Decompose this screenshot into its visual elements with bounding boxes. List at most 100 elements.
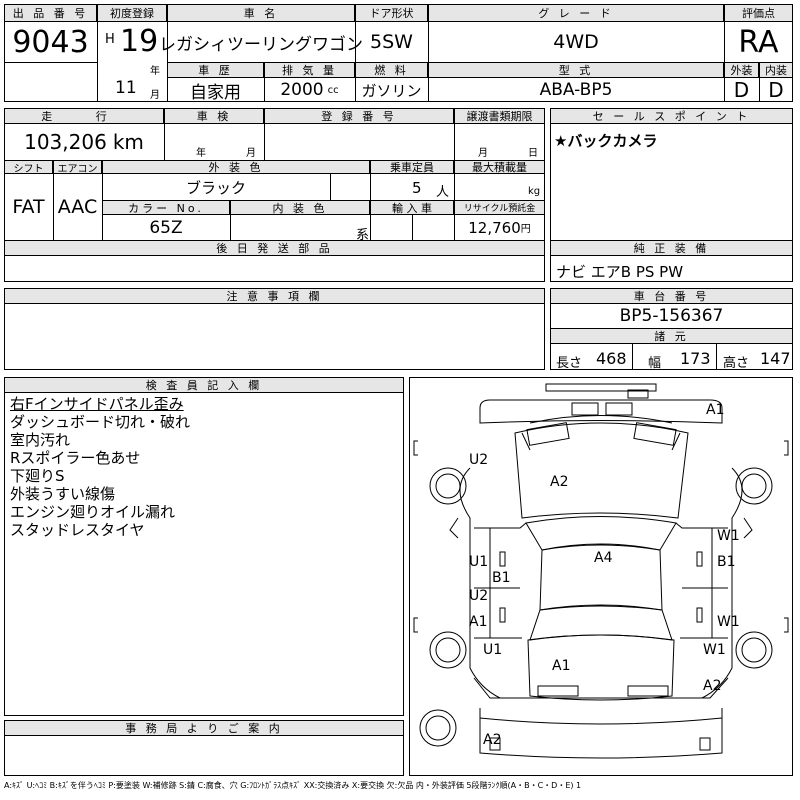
capacity: 5 [412, 179, 422, 197]
inspector-header: 検 査 員 記 入 欄 [4, 377, 404, 393]
ac: AAC [57, 196, 98, 218]
recycle-header: リサイクル預託金 [454, 200, 545, 215]
sales-header: セ ー ル ス ポ イ ン ト [550, 108, 793, 124]
inspector-notes: 右Fインサイドパネル歪み ダッシュボード切れ・破れ 室内汚れ Rスポイラー色あせ… [10, 395, 190, 539]
car-name-header: 車 名 [167, 4, 355, 22]
capacity-unit: 人 [436, 185, 450, 200]
height-value: 147 [760, 349, 791, 368]
insp-year-unit: 年 [196, 148, 206, 159]
damage-mark: U2 [469, 588, 488, 604]
equipment-header: 純 正 装 備 [550, 240, 793, 256]
inspector-line: Rスポイラー色あせ [10, 449, 141, 467]
damage-mark: A1 [706, 402, 724, 418]
equipment: ナビ エアB PS PW [556, 263, 684, 281]
int-color-unit: 系 [356, 228, 370, 243]
era: H [105, 32, 115, 47]
width-label: 幅 [648, 356, 662, 371]
fuel-header: 燃 料 [355, 62, 428, 78]
damage-mark: U2 [469, 452, 488, 468]
color-no-header: カラー No. [102, 200, 230, 215]
inspector-line: 外装うすい線傷 [10, 485, 116, 503]
ac-header: エアコン [53, 160, 102, 175]
load-unit: kg [528, 186, 541, 197]
year-unit: 年 [150, 66, 160, 77]
later-parts-header: 後 日 発 送 部 品 [4, 240, 545, 256]
notes-header: 注 意 事 項 欄 [4, 288, 545, 304]
shift-header: シフト [4, 160, 53, 175]
int-header: 内装 [759, 62, 793, 78]
history-header: 車 歴 [167, 62, 264, 78]
inspector-line: エンジン廻りオイル漏れ [10, 503, 176, 521]
ext-header: 外装 [724, 62, 759, 78]
length-value: 468 [596, 349, 627, 368]
lot-number: 9043 [12, 24, 89, 60]
model-header: 型 式 [428, 62, 724, 78]
color-header: 外 装 色 [102, 160, 370, 174]
score: RA [738, 24, 779, 60]
chassis-number: BP5-156367 [619, 306, 724, 326]
history: 自家用 [190, 82, 241, 103]
damage-mark: B1 [492, 570, 511, 586]
mileage-header: 走 行 [4, 108, 164, 124]
damage-mark: W1 [717, 614, 740, 630]
height-label: 高さ [723, 356, 750, 371]
inspector-line: ダッシュボード切れ・破れ [10, 413, 191, 431]
exterior-color: ブラック [185, 178, 246, 197]
door-header: ドア形状 [355, 4, 428, 22]
damage-mark: W1 [717, 528, 740, 544]
int-score: D [768, 78, 784, 102]
score-header: 評価点 [724, 4, 793, 22]
door-type: 5SW [370, 31, 413, 53]
damage-mark: B1 [717, 554, 736, 570]
capacity-header: 乗車定員 [370, 160, 454, 174]
sales-point: ★バックカメラ [554, 132, 658, 150]
damage-mark: A2 [550, 474, 568, 490]
damage-mark: A2 [703, 678, 721, 694]
shift: FAT [12, 196, 45, 218]
load-header: 最大積載量 [454, 160, 545, 174]
width-value: 173 [680, 349, 711, 368]
lot-no-header: 出 品 番 号 [4, 4, 97, 22]
ext-score: D [733, 78, 750, 102]
insp-month-unit: 月 [246, 148, 256, 159]
damage-mark: A1 [552, 658, 570, 674]
displacement-header: 排 気 量 [264, 62, 355, 78]
damage-mark: A4 [594, 550, 613, 566]
transfer-header: 譲渡書類期限 [454, 108, 545, 124]
damage-mark: A1 [469, 614, 487, 630]
first-reg-header: 初度登録 [97, 4, 167, 22]
length-label: 長さ [556, 356, 583, 371]
spec-header: 諸 元 [550, 328, 793, 344]
grade: 4WD [553, 31, 599, 53]
month-unit: 月 [150, 90, 160, 101]
office-header: 事 務 局 よ り ご 案 内 [4, 720, 404, 736]
transfer-month-unit: 月 [478, 148, 488, 159]
inspector-line: 下廻りS [10, 467, 65, 485]
reg-month: 11 [115, 78, 137, 98]
damage-mark: U1 [469, 554, 488, 570]
car-name: レガシィツーリングワゴン [159, 34, 363, 55]
legend-footer: A:ｷｽﾞ U:ﾍｺﾐ B:ｷｽﾞを伴うﾍｺﾐ P:要塗装 W:補修跡 S:錆 … [4, 781, 582, 790]
inspection-header: 車 検 [164, 108, 264, 124]
fuel: ガソリン [361, 81, 422, 100]
inspector-line: スタッドレスタイヤ [10, 521, 145, 539]
reg-no-header: 登 録 番 号 [264, 108, 454, 124]
model-code: ABA-BP5 [539, 80, 613, 100]
damage-mark: A2 [483, 732, 501, 748]
damage-mark: W1 [703, 642, 726, 658]
car-diagram-svg: A1 U2 A2 U1 B1 A4 W1 B1 U2 A1 W1 U1 W1 A… [413, 383, 789, 759]
int-color-header: 内 装 色 [230, 200, 370, 215]
car-diagram: A1 U2 A2 U1 B1 A4 W1 B1 U2 A1 W1 U1 W1 A… [409, 377, 793, 776]
color-number: 65Z [149, 217, 183, 238]
inspector-line: 室内汚れ [10, 431, 71, 449]
inspector-line: 右Fインサイドパネル歪み [10, 395, 184, 413]
import-header: 輸 入 車 [370, 200, 454, 215]
damage-mark: U1 [483, 642, 502, 658]
grade-header: グ レ ー ド [428, 4, 724, 22]
reg-year: 19 [120, 24, 159, 59]
transfer-day-unit: 日 [528, 148, 538, 159]
chassis-header: 車 台 番 号 [550, 288, 793, 304]
